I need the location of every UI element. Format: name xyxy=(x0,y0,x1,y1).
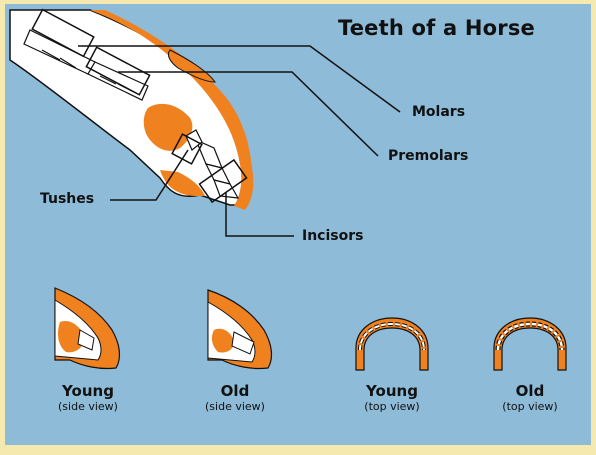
caption-young-top: Young (top view) xyxy=(337,382,447,414)
caption-view: (side view) xyxy=(180,400,290,414)
caption-young-side: Young (side view) xyxy=(33,382,143,414)
caption-old-top: Old (top view) xyxy=(475,382,585,414)
tushes-label: Tushes xyxy=(40,191,94,207)
caption-label: Old xyxy=(475,382,585,400)
diagram-title: Teeth of a Horse xyxy=(338,16,535,40)
premolars-label: Premolars xyxy=(388,148,468,164)
caption-old-side: Old (side view) xyxy=(180,382,290,414)
caption-view: (top view) xyxy=(475,400,585,414)
molars-label: Molars xyxy=(412,104,465,120)
caption-label: Old xyxy=(180,382,290,400)
caption-label: Young xyxy=(33,382,143,400)
caption-view: (top view) xyxy=(337,400,447,414)
incisors-label: Incisors xyxy=(302,228,363,244)
caption-label: Young xyxy=(337,382,447,400)
caption-view: (side view) xyxy=(33,400,143,414)
